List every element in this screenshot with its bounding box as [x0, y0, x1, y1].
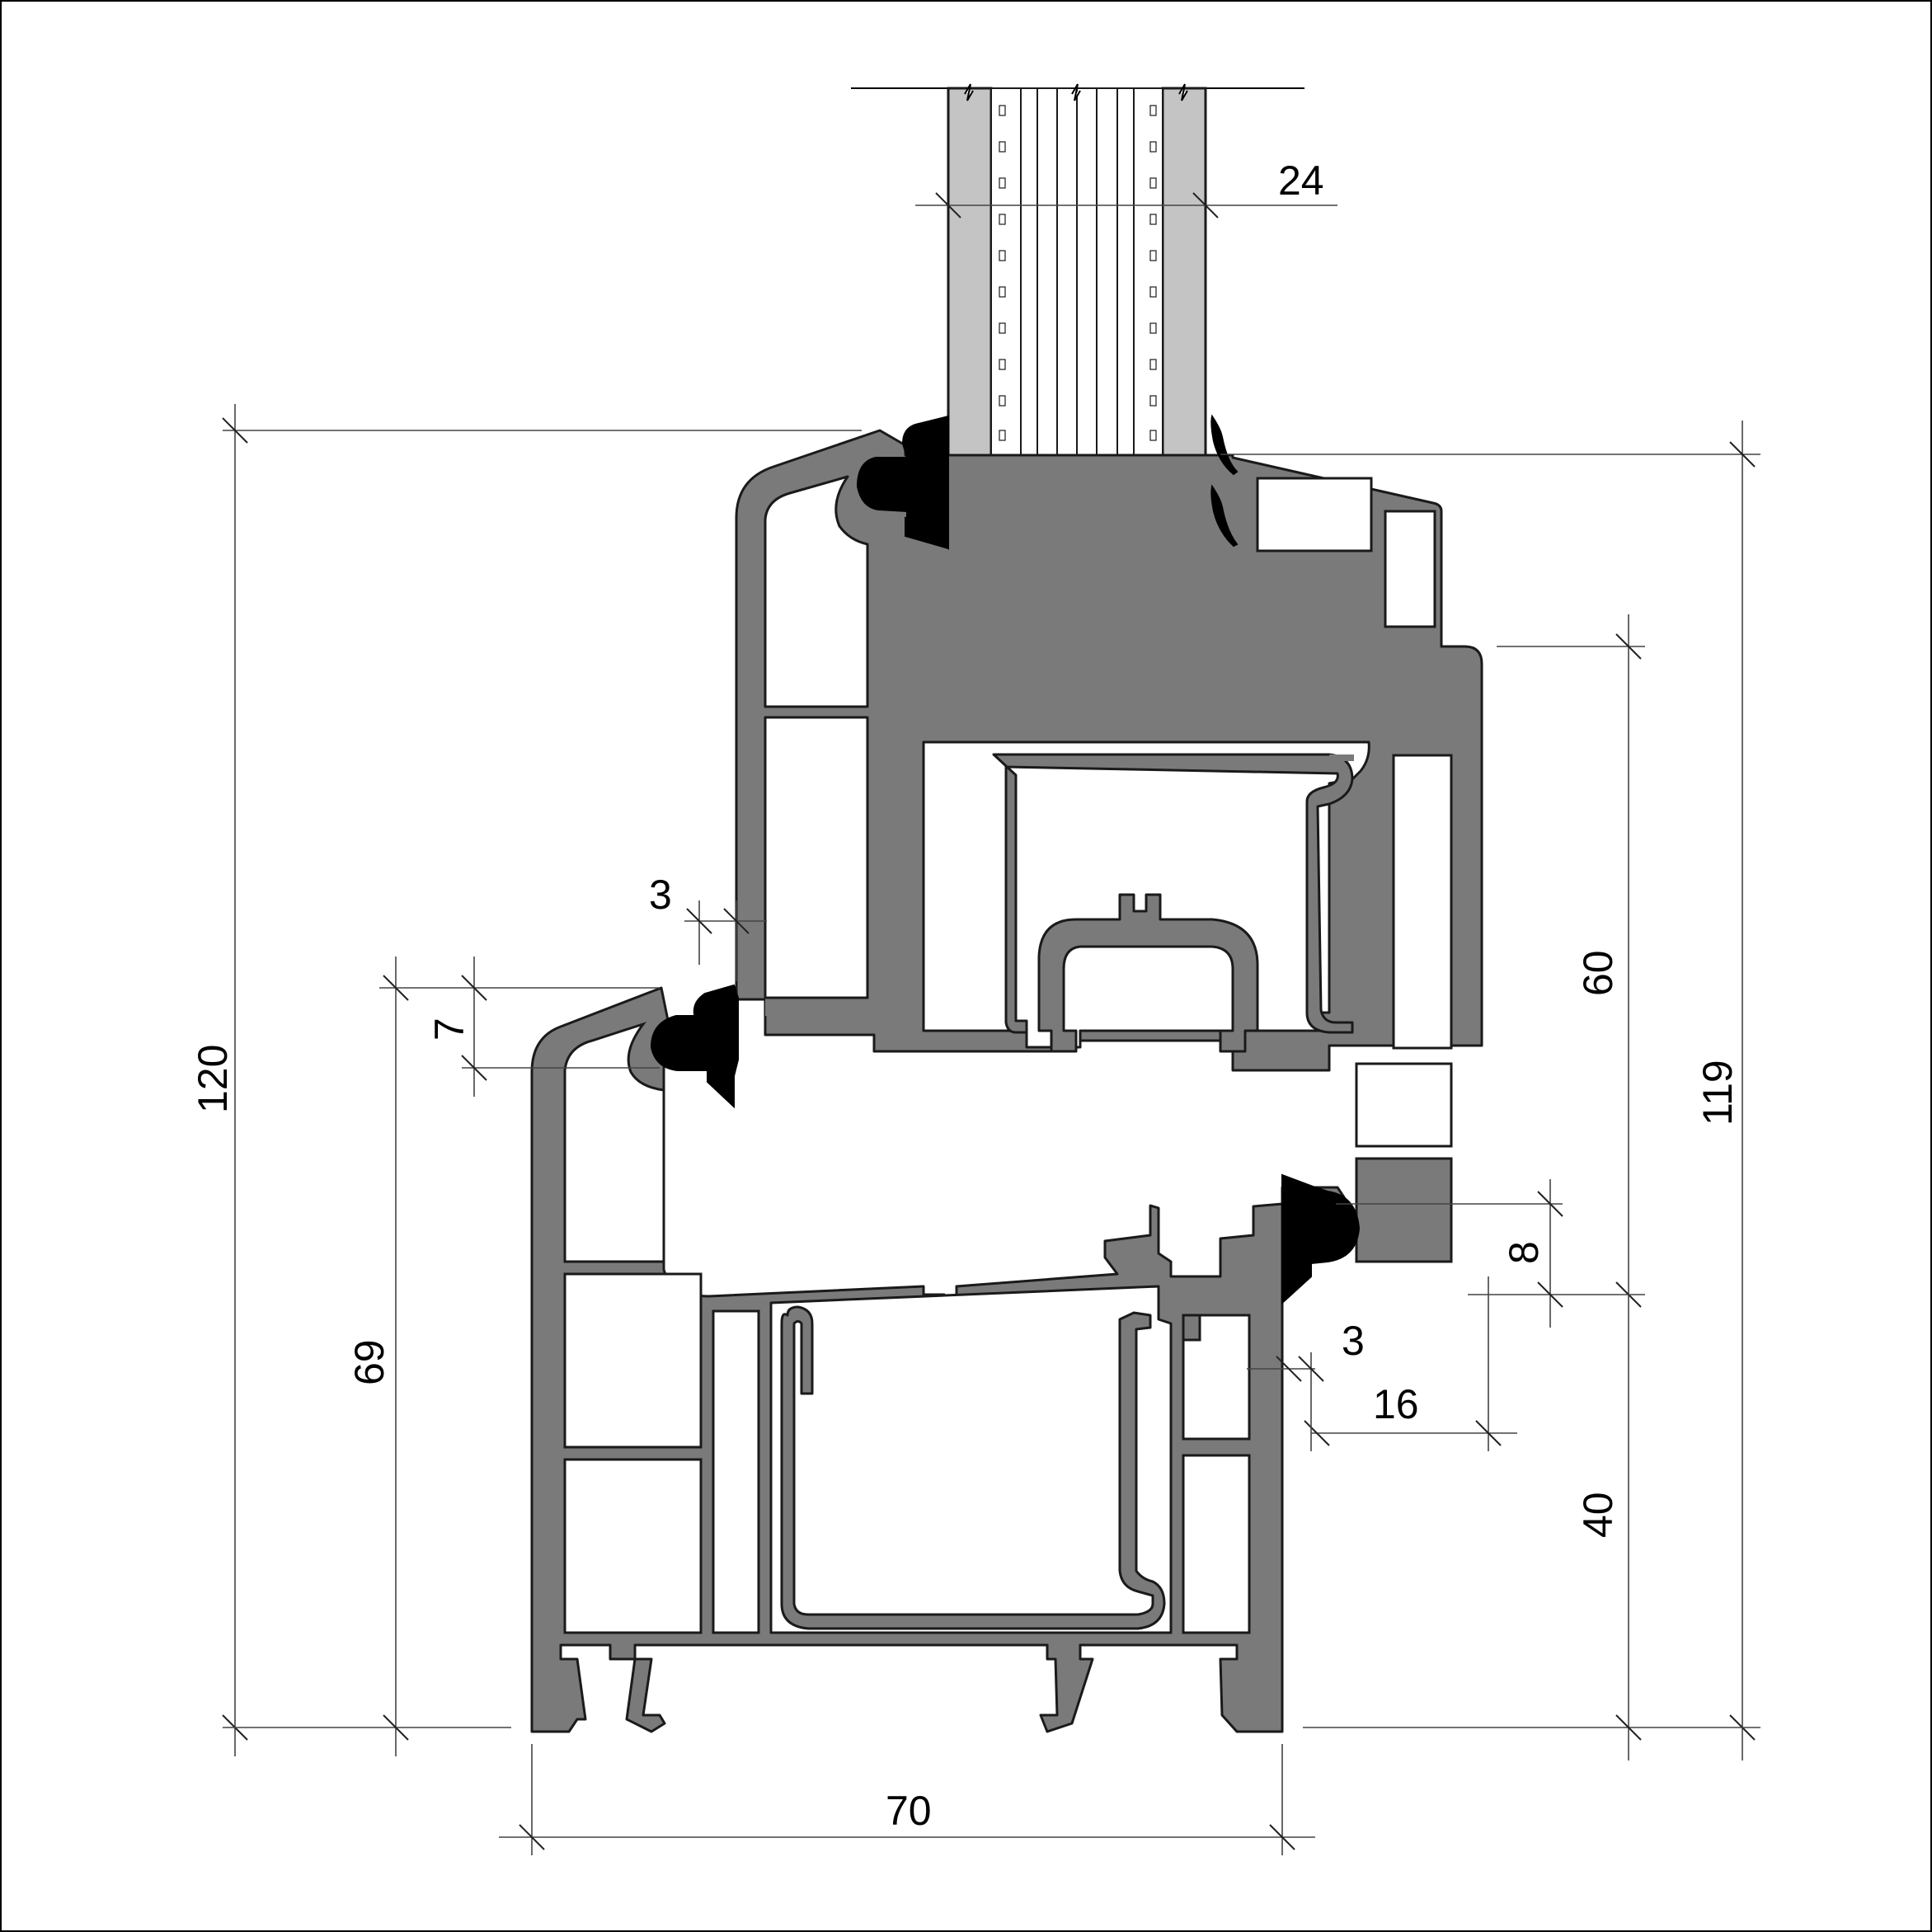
dim-rebate-overlap: 7 — [426, 1018, 472, 1041]
dim-glass-thickness: 24 — [1278, 157, 1324, 204]
dim-wall-thickness-bottom: 3 — [1342, 1318, 1365, 1364]
dim-wall-thickness-top: 3 — [649, 872, 672, 918]
gaskets — [650, 414, 1361, 1305]
dim-frame-depth: 70 — [886, 1788, 932, 1834]
sash-inner-gasket — [856, 415, 949, 550]
dim-gasket-offset: 8 — [1501, 1241, 1547, 1264]
dimension-lines — [222, 192, 1760, 1855]
outer-glazing-gasket-top — [1210, 414, 1239, 476]
dim-frame-height: 69 — [346, 1339, 393, 1385]
outer-glazing-gasket-bottom — [1210, 484, 1239, 548]
frame-profile — [530, 986, 1346, 1733]
center-seal-gasket — [1281, 1173, 1361, 1305]
dim-rebate-depth: 16 — [1373, 1381, 1419, 1427]
dim-frame-upper-height: 60 — [1575, 950, 1621, 996]
sash-profile — [735, 429, 1483, 1263]
dim-frame-lower-height: 40 — [1575, 1492, 1621, 1538]
dim-sash-height: 119 — [1695, 1060, 1741, 1126]
dim-total-height: 120 — [190, 1045, 236, 1113]
frame-inner-gasket — [650, 984, 739, 1109]
